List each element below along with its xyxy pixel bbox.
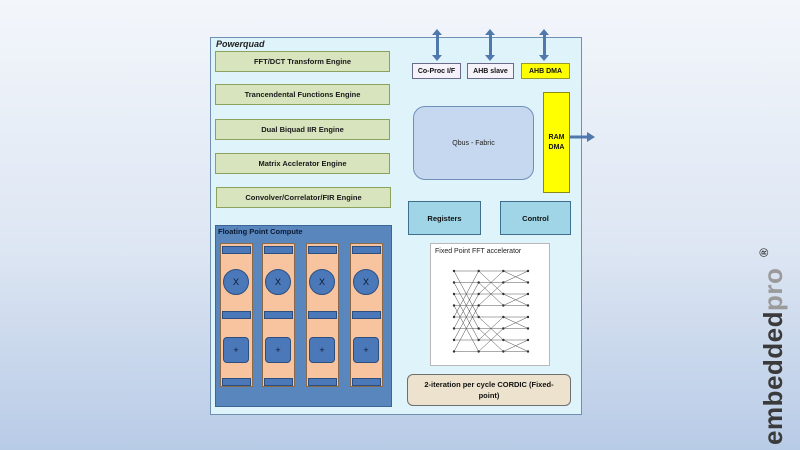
fft-node <box>502 350 505 353</box>
register-slot <box>308 378 337 386</box>
fft-node <box>452 315 456 319</box>
register-slot <box>264 311 293 319</box>
fft-node <box>452 304 456 307</box>
engine-fft-dct: FFT/DCT Transform Engine <box>215 51 390 72</box>
fft-butterfly-line <box>503 316 529 329</box>
fft-butterfly-line <box>453 282 479 329</box>
fft-butterfly-line <box>453 305 479 352</box>
register-slot <box>222 378 251 386</box>
fft-node <box>477 281 480 284</box>
adder-unit: + <box>309 337 335 363</box>
fft-butterfly-line <box>478 316 504 341</box>
fft-node <box>526 281 530 284</box>
register-slot <box>352 378 381 386</box>
fft-node <box>526 304 530 307</box>
engine-convolver-fir: Convolver/Correlator/FIR Engine <box>216 187 391 208</box>
fft-node <box>477 292 480 296</box>
fft-accelerator-box <box>430 243 550 366</box>
ram-dma-line2: DMA <box>548 143 565 151</box>
fft-node <box>452 327 456 330</box>
qbus-fabric: Qbus - Fabric <box>413 106 534 180</box>
embeddedpro-logo: embeddedpro ® <box>757 248 788 445</box>
register-slot <box>308 246 337 254</box>
svg-text:embeddedpro: embeddedpro <box>758 268 788 445</box>
ahb-dma-arrow <box>539 29 549 61</box>
fft-node <box>477 338 480 342</box>
fft-node <box>526 269 530 273</box>
register-slot <box>264 246 293 254</box>
fft-butterfly-line <box>478 270 504 295</box>
register-slot <box>222 246 251 254</box>
fft-node <box>502 338 505 342</box>
engine-transcendental: Trancendental Functions Engine <box>215 84 390 105</box>
register-slot <box>352 246 381 254</box>
register-slot <box>352 311 381 319</box>
fft-node <box>526 292 530 296</box>
svg-text:®: ® <box>757 248 771 257</box>
fft-butterfly-line <box>453 270 479 318</box>
fft-node <box>452 350 456 353</box>
fft-node <box>452 292 456 296</box>
fft-node <box>477 327 480 330</box>
multiplier-unit: X <box>353 269 379 295</box>
fft-node <box>477 269 480 273</box>
engine-matrix: Matrix Acclerator Engine <box>215 153 390 174</box>
fft-node <box>526 338 530 342</box>
fft-butterfly-line <box>503 339 529 352</box>
fft-accelerator-title: Fixed Point FFT accelerator <box>435 248 522 255</box>
fft-node <box>477 350 480 353</box>
register-slot <box>308 311 337 319</box>
fft-node <box>526 327 530 330</box>
fft-butterfly-line <box>503 270 529 283</box>
port-coproc-if: Co-Proc I/F <box>412 63 461 79</box>
register-slot <box>222 311 251 319</box>
fft-node <box>452 281 456 284</box>
port-ahb-dma: AHB DMA <box>521 63 570 79</box>
fft-node <box>502 327 505 330</box>
ram-dma-arrow <box>570 132 595 142</box>
fft-node <box>502 292 505 296</box>
ahb-slave-arrow <box>485 29 495 61</box>
multiplier-unit: X <box>309 269 335 295</box>
adder-unit: + <box>353 337 379 363</box>
fft-node <box>502 315 505 319</box>
multiplier-unit: X <box>265 269 291 295</box>
cordic-block: 2-iteration per cycle CORDIC (Fixed-poin… <box>407 374 571 406</box>
fft-node <box>452 338 456 342</box>
registers-block: Registers <box>408 201 481 235</box>
powerquad-title: Powerquad <box>216 39 265 49</box>
adder-unit: + <box>265 337 291 363</box>
register-slot <box>264 378 293 386</box>
ram-dma-block: RAM DMA <box>543 92 570 193</box>
fft-node <box>502 269 505 273</box>
fft-node <box>526 315 530 319</box>
fft-node <box>477 315 480 319</box>
port-ahb-slave: AHB slave <box>467 63 514 79</box>
adder-unit: + <box>223 337 249 363</box>
fft-node <box>502 281 505 284</box>
engine-dual-biquad-iir: Dual Biquad IIR Engine <box>215 119 390 140</box>
fft-butterfly-line <box>453 293 479 341</box>
multiplier-unit: X <box>223 269 249 295</box>
fft-butterfly-diagram <box>452 269 530 353</box>
floating-point-compute-title: Floating Point Compute <box>218 227 303 236</box>
control-block: Control <box>500 201 571 235</box>
fft-node <box>526 350 530 353</box>
coproc-arrow <box>432 29 442 61</box>
fft-butterfly-line <box>503 293 529 306</box>
fft-node <box>502 304 505 307</box>
fft-butterfly-line <box>478 328 504 352</box>
fft-butterfly-line <box>478 282 504 306</box>
ram-dma-line1: RAM <box>548 133 565 141</box>
fft-node <box>477 304 480 307</box>
fft-node <box>452 269 456 273</box>
